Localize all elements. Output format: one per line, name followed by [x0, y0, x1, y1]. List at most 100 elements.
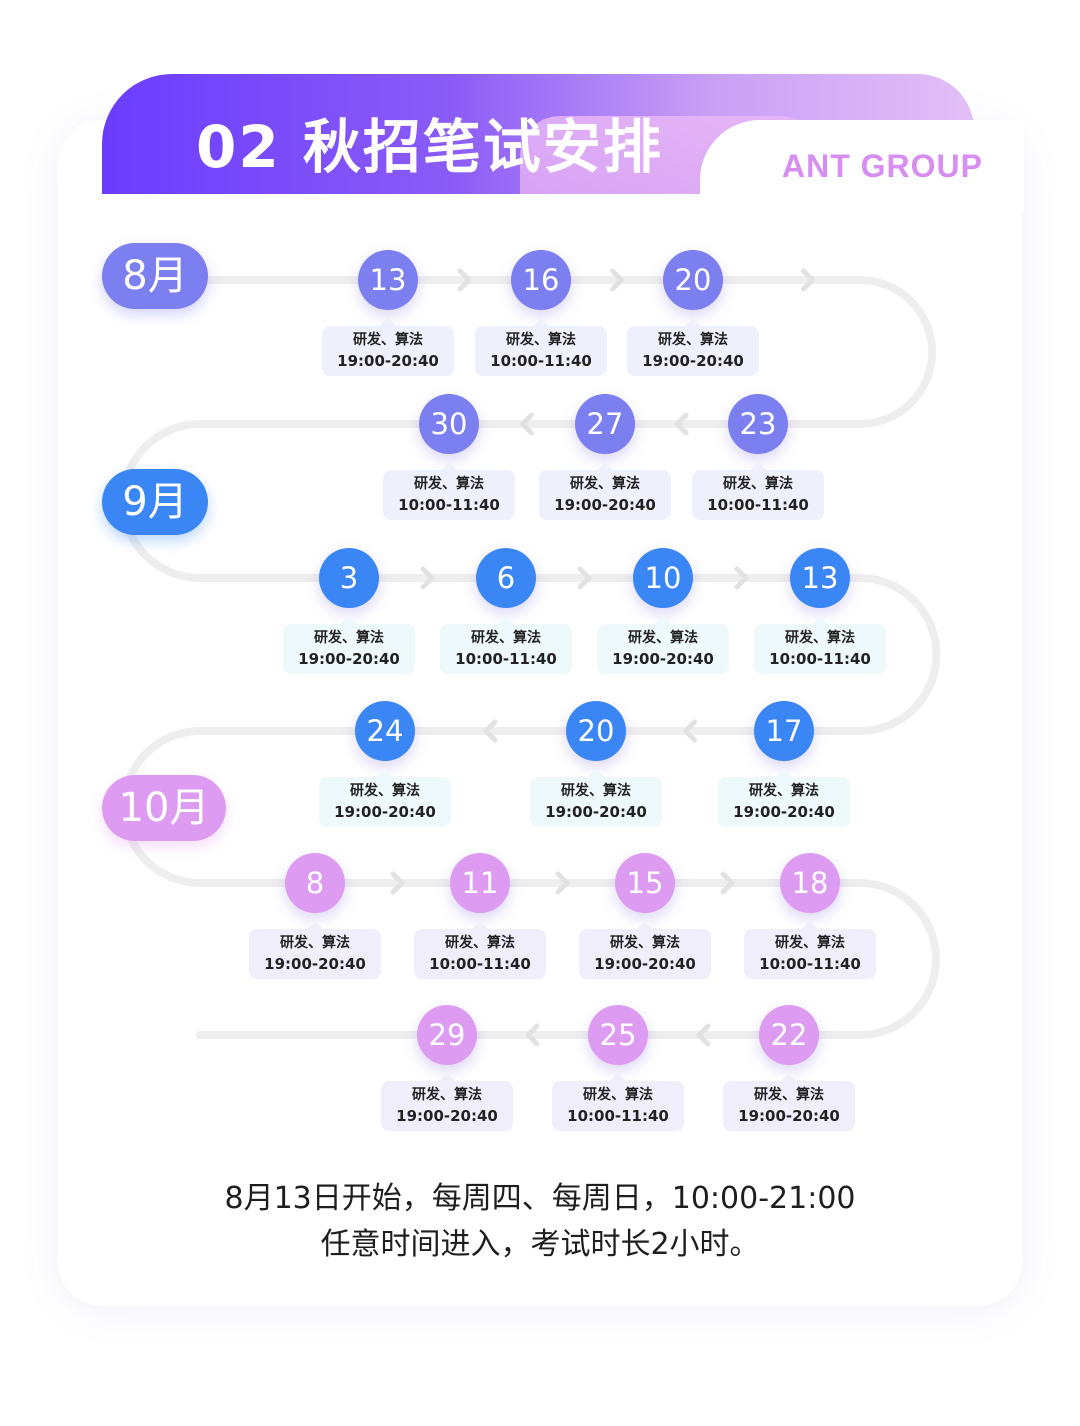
session-info-box: 研发、算法 10:00-11:40 — [383, 462, 515, 520]
session-info-box: 研发、算法 19:00-20:40 — [530, 769, 662, 827]
month-label: 9月 — [102, 469, 208, 535]
date-node: 27 — [575, 394, 635, 454]
flow-arrow-icon — [420, 566, 435, 590]
session-time: 19:00-20:40 — [396, 1107, 498, 1125]
session-category: 研发、算法 — [561, 783, 631, 799]
footer-line-1: 8月13日开始，每周四、每周日，10:00-21:00 — [224, 1181, 856, 1216]
date-node: 15 — [615, 853, 675, 913]
session-category: 研发、算法 — [506, 332, 576, 348]
date-node: 30 — [419, 394, 479, 454]
month-label: 10月 — [102, 775, 226, 841]
flow-arrow-icon — [696, 1023, 711, 1047]
session-time: 10:00-11:40 — [455, 650, 557, 668]
session-category: 研发、算法 — [445, 935, 515, 951]
session-time: 19:00-20:40 — [298, 650, 400, 668]
session-info-box: 研发、算法 19:00-20:40 — [322, 318, 454, 376]
flow-arrow-icon — [520, 412, 534, 436]
month-label: 8月 — [102, 243, 208, 309]
session-time: 19:00-20:40 — [545, 803, 647, 821]
session-info-box: 研发、算法 19:00-20:40 — [627, 318, 759, 376]
session-time: 19:00-20:40 — [738, 1107, 840, 1125]
flow-arrow-icon — [457, 268, 472, 292]
flow-arrow-icon — [390, 871, 405, 895]
session-category: 研发、算法 — [570, 476, 640, 492]
flow-arrow-icon — [683, 719, 697, 743]
flow-arrow-icon — [801, 268, 815, 292]
session-info-box: 研发、算法 19:00-20:40 — [718, 769, 850, 827]
session-time: 10:00-11:40 — [759, 955, 861, 973]
flow-arrow-icon — [555, 871, 570, 895]
session-time: 19:00-20:40 — [594, 955, 696, 973]
session-info-box: 研发、算法 19:00-20:40 — [319, 769, 451, 827]
session-info-box: 研发、算法 10:00-11:40 — [744, 921, 876, 979]
session-time: 10:00-11:40 — [567, 1107, 669, 1125]
session-category: 研发、算法 — [314, 630, 384, 646]
session-time: 10:00-11:40 — [707, 496, 809, 514]
date-node: 20 — [566, 701, 626, 761]
flow-arrow-icon — [610, 268, 624, 292]
session-category: 研发、算法 — [785, 630, 855, 646]
session-category: 研发、算法 — [628, 630, 698, 646]
brand-tab — [700, 120, 1024, 210]
date-node: 11 — [450, 853, 510, 913]
session-category: 研发、算法 — [749, 783, 819, 799]
session-info-box: 研发、算法 10:00-11:40 — [414, 921, 546, 979]
session-info-box: 研发、算法 19:00-20:40 — [539, 462, 671, 520]
session-category: 研发、算法 — [658, 332, 728, 348]
session-info-box: 研发、算法 10:00-11:40 — [692, 462, 824, 520]
session-info-box: 研发、算法 19:00-20:40 — [381, 1073, 513, 1131]
session-category: 研发、算法 — [414, 476, 484, 492]
session-info-box: 研发、算法 19:00-20:40 — [723, 1073, 855, 1131]
session-time: 10:00-11:40 — [429, 955, 531, 973]
flow-arrow-icon — [674, 412, 689, 436]
session-time: 10:00-11:40 — [398, 496, 500, 514]
flow-arrow-icon — [525, 1023, 540, 1047]
session-time: 19:00-20:40 — [612, 650, 714, 668]
session-time: 19:00-20:40 — [337, 352, 439, 370]
track-line — [119, 276, 941, 1039]
content-card — [58, 120, 1022, 1306]
date-node: 20 — [663, 250, 723, 310]
date-node: 16 — [511, 250, 571, 310]
flow-arrow-icon — [720, 871, 735, 895]
date-node: 29 — [417, 1005, 477, 1065]
session-category: 研发、算法 — [583, 1087, 653, 1103]
session-category: 研发、算法 — [353, 332, 423, 348]
session-info-box: 研发、算法 10:00-11:40 — [440, 616, 572, 674]
session-category: 研发、算法 — [350, 783, 420, 799]
brand-logo-text: ANT GROUP — [782, 148, 983, 184]
date-node: 22 — [759, 1005, 819, 1065]
session-time: 19:00-20:40 — [334, 803, 436, 821]
date-node: 10 — [633, 548, 693, 608]
date-node: 23 — [728, 394, 788, 454]
session-category: 研发、算法 — [723, 476, 793, 492]
session-info-box: 研发、算法 19:00-20:40 — [597, 616, 729, 674]
footer-line-2: 任意时间进入，考试时长2小时。 — [320, 1227, 760, 1262]
flow-arrow-icon — [734, 566, 749, 590]
session-time: 19:00-20:40 — [642, 352, 744, 370]
date-node: 6 — [476, 548, 536, 608]
flow-arrow-icon — [577, 566, 592, 590]
session-category: 研发、算法 — [610, 935, 680, 951]
date-node: 8 — [285, 853, 345, 913]
session-time: 19:00-20:40 — [264, 955, 366, 973]
session-time: 19:00-20:40 — [554, 496, 656, 514]
session-info-box: 研发、算法 19:00-20:40 — [579, 921, 711, 979]
session-category: 研发、算法 — [471, 630, 541, 646]
session-category: 研发、算法 — [280, 935, 350, 951]
date-node: 13 — [358, 250, 418, 310]
date-node: 24 — [355, 701, 415, 761]
session-time: 19:00-20:40 — [733, 803, 835, 821]
page-title: 02 秋招笔试安排 — [196, 113, 663, 181]
session-category: 研发、算法 — [775, 935, 845, 951]
date-node: 17 — [754, 701, 814, 761]
session-info-box: 研发、算法 10:00-11:40 — [552, 1073, 684, 1131]
session-category: 研发、算法 — [412, 1087, 482, 1103]
date-node: 13 — [790, 548, 850, 608]
session-info-box: 研发、算法 19:00-20:40 — [283, 616, 415, 674]
session-category: 研发、算法 — [754, 1087, 824, 1103]
